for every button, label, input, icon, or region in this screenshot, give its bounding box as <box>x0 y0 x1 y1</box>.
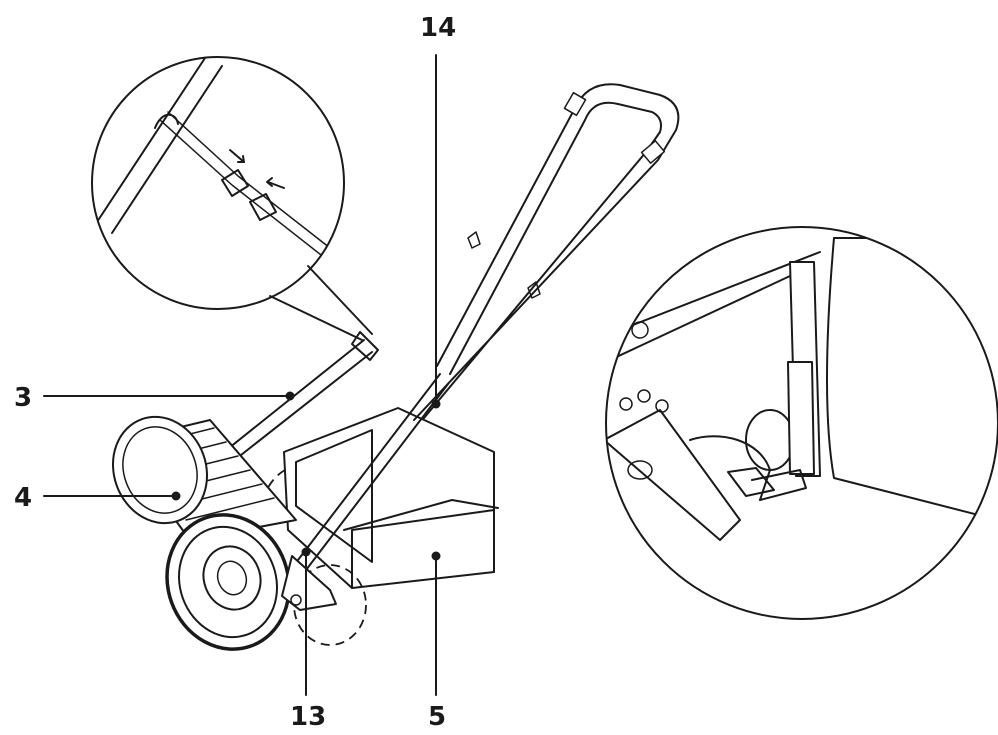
strap-buckle-detail <box>91 56 345 310</box>
callout-3: 3 <box>14 383 32 413</box>
magnifier-leader <box>307 265 373 335</box>
magnifier-leader <box>269 295 363 341</box>
side-bracket <box>281 555 337 611</box>
lawn-mower <box>111 83 680 651</box>
callout-4: 4 <box>14 483 32 513</box>
callout-5: 5 <box>428 702 446 732</box>
callout-leaders <box>43 54 441 696</box>
bag-attachment-detail <box>605 226 998 620</box>
handle-bar <box>413 83 680 421</box>
callout-13: 13 <box>290 702 326 732</box>
callout-14: 14 <box>420 13 456 43</box>
front-wheel <box>165 513 367 651</box>
